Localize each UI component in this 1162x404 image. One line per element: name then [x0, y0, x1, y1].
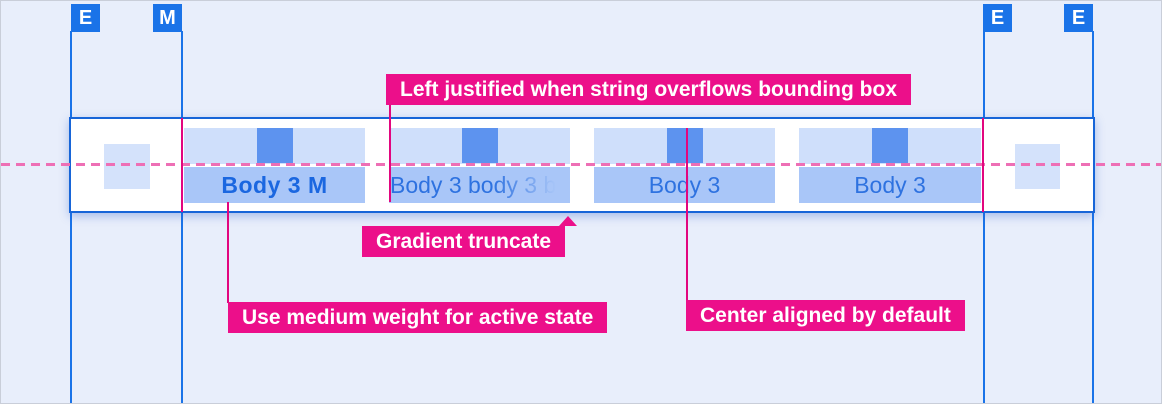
pointer-line-medium-weight: [227, 202, 229, 303]
tab-item-truncated[interactable]: Body 3 body 3 b: [389, 128, 570, 203]
content-edge-line-right: [982, 118, 984, 212]
baseline-dashed-line: [1, 163, 1161, 166]
tab-label: Body 3 M: [184, 167, 365, 203]
guide-line-right-outer: [1092, 31, 1094, 403]
spacing-marker-m: M: [153, 4, 182, 32]
spacing-marker-e-right-outer: E: [1064, 4, 1093, 32]
tab-icon-placeholder: [666, 128, 703, 163]
annotation-center-aligned: Center aligned by default: [686, 300, 965, 331]
tab-icon-row: [799, 128, 981, 164]
tab-icon-row: [389, 128, 570, 164]
tab-label: Body 3: [594, 167, 775, 203]
tab-item-active[interactable]: Body 3 M: [184, 128, 365, 203]
partial-tab-placeholder-left: [104, 144, 150, 189]
guide-line-left-inner: [181, 31, 183, 403]
spacing-marker-e-right-inner: E: [983, 4, 1012, 32]
tab-icon-placeholder: [872, 128, 908, 163]
guide-line-right-inner: [983, 31, 985, 403]
spacing-marker-e-left: E: [71, 4, 100, 32]
tab-icon-placeholder: [256, 128, 293, 163]
tab-item-default[interactable]: Body 3: [594, 128, 775, 203]
partial-tab-placeholder-right: [1015, 144, 1060, 189]
gradient-truncate-overlay: [492, 167, 570, 203]
annotation-gradient-truncate: Gradient truncate: [362, 226, 566, 257]
annotation-left-justified: Left justified when string overflows bou…: [386, 74, 911, 105]
tab-icon-row: [184, 128, 365, 164]
pointer-line-center-aligned: [686, 128, 688, 301]
guide-line-left-outer: [70, 31, 72, 403]
content-edge-line-left: [181, 118, 183, 212]
annotation-medium-weight: Use medium weight for active state: [228, 302, 608, 333]
tab-label: Body 3 body 3 b: [389, 167, 570, 203]
tab-icon-placeholder: [461, 128, 498, 163]
tab-icon-row: [594, 128, 775, 164]
annotation-arrow-up-icon: [559, 216, 577, 226]
pointer-line-left-justified: [389, 104, 391, 202]
tab-label: Body 3: [799, 167, 981, 203]
tab-item-default[interactable]: Body 3: [799, 128, 981, 203]
